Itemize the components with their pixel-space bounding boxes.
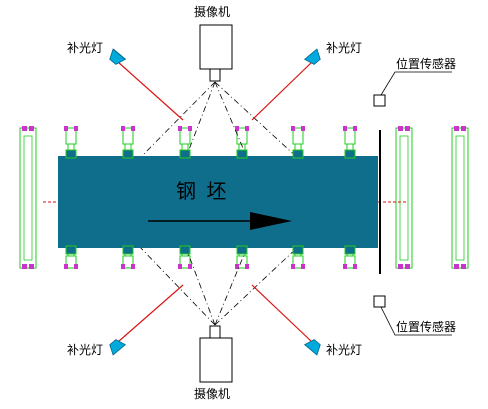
roller-front-caps xyxy=(65,149,356,255)
camera-top-label: 摄像机 xyxy=(194,4,230,19)
camera-view-lines xyxy=(137,81,301,326)
position-sensor-icon xyxy=(373,71,452,107)
roller-upper-stubs xyxy=(65,127,356,157)
camera-top-body xyxy=(199,24,233,70)
roller-7 xyxy=(395,126,413,269)
roller-1 xyxy=(19,126,37,269)
spotlight-icon xyxy=(303,339,321,356)
roller-lower-stubs xyxy=(65,245,356,269)
direction-arrow-icon xyxy=(148,212,292,230)
billet-label: 钢 坯 xyxy=(176,179,228,203)
camera-bottom-label: 摄像机 xyxy=(194,386,230,401)
light-bottom-left-label: 补光灯 xyxy=(67,343,103,357)
roller-upper-bolts xyxy=(64,126,357,131)
position-sensor-icon xyxy=(373,295,452,336)
roller-lower-bolts xyxy=(64,264,357,269)
light-top-left-label: 补光灯 xyxy=(67,41,103,55)
spotlight-icon xyxy=(303,48,321,65)
light-beams xyxy=(117,61,313,343)
camera-icon xyxy=(199,325,233,383)
camera-icon xyxy=(199,24,233,82)
sensor-bottom-label: 位置传感器 xyxy=(396,319,456,334)
roller-8 xyxy=(451,126,469,269)
light-bottom-right-label: 补光灯 xyxy=(326,343,362,357)
camera-top-lens xyxy=(209,68,221,82)
steel-billet xyxy=(58,156,378,248)
camera-bottom-body xyxy=(199,337,233,383)
camera-bottom-lens xyxy=(209,325,221,339)
sensor-top-label: 位置传感器 xyxy=(396,56,456,71)
spotlight-icon xyxy=(109,339,127,356)
spotlight-icon xyxy=(109,48,127,65)
light-top-right-label: 补光灯 xyxy=(326,41,362,55)
